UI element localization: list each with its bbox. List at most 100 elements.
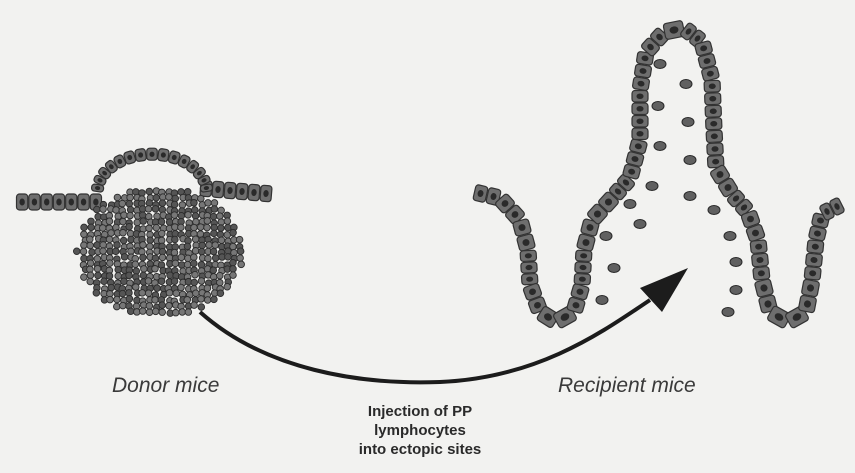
follicle-lymphocyte bbox=[159, 309, 166, 316]
epithelial-cell bbox=[236, 183, 248, 200]
follicle-lymphocyte bbox=[101, 278, 108, 285]
villus-cell bbox=[706, 130, 723, 143]
follicle-lymphocyte bbox=[113, 303, 120, 310]
follicle-lymphocyte bbox=[113, 207, 120, 214]
follicle-lymphocyte bbox=[139, 290, 146, 297]
epithelial-cell bbox=[66, 194, 77, 210]
follicle-lymphocyte bbox=[166, 219, 173, 226]
follicle-lymphocyte bbox=[205, 200, 212, 207]
villus-cell bbox=[798, 295, 817, 313]
follicle-lymphocyte bbox=[86, 236, 93, 243]
follicle-lymphocyte bbox=[100, 206, 107, 213]
villus-cell bbox=[706, 118, 722, 130]
follicle-lymphocyte bbox=[178, 254, 185, 261]
follicle-lymphocyte bbox=[237, 255, 244, 262]
lymphocyte bbox=[608, 264, 620, 273]
epithelial-cell bbox=[212, 181, 224, 198]
follicle-lymphocyte bbox=[179, 309, 186, 316]
caption-line-2: lymphocytes bbox=[330, 421, 510, 440]
follicle-lymphocyte bbox=[191, 302, 198, 309]
follicle-lymphocyte bbox=[99, 225, 106, 232]
follicle-lymphocyte bbox=[94, 256, 101, 263]
follicle-lymphocyte bbox=[126, 272, 133, 279]
epithelial-cell bbox=[224, 182, 236, 199]
follicle-lymphocyte bbox=[190, 260, 197, 267]
villus-cell bbox=[575, 250, 592, 262]
follicle-lymphocyte bbox=[140, 218, 147, 225]
follicle-lymphocyte bbox=[217, 290, 224, 297]
follicle-lymphocyte bbox=[121, 278, 128, 285]
follicle-lymphocyte bbox=[108, 230, 115, 237]
follicle-lymphocyte bbox=[236, 236, 243, 243]
follicle-lymphocyte bbox=[184, 188, 191, 195]
follicle-lymphocyte bbox=[147, 237, 154, 244]
follicle-lymphocyte bbox=[114, 194, 121, 201]
follicle-lymphocyte bbox=[159, 230, 166, 237]
follicle-lymphocyte bbox=[198, 304, 205, 311]
arrow-head bbox=[640, 268, 688, 312]
villus-cell bbox=[574, 273, 591, 285]
follicle-lymphocyte bbox=[224, 283, 231, 290]
follicle-lymphocyte bbox=[166, 194, 173, 201]
follicle-lymphocyte bbox=[87, 260, 94, 267]
epithelial-cell bbox=[53, 194, 64, 210]
follicle-lymphocyte bbox=[119, 200, 126, 207]
donor-mice-label: Donor mice bbox=[112, 374, 219, 398]
caption-line-3: into ectopic sites bbox=[330, 440, 510, 459]
villus-cell bbox=[807, 240, 824, 254]
follicle-lymphocyte bbox=[120, 237, 127, 244]
villus-cell bbox=[801, 279, 820, 297]
follicle-lymphocyte bbox=[191, 254, 198, 261]
follicle-lymphocyte bbox=[238, 261, 245, 268]
recipient-mice-label: Recipient mice bbox=[558, 374, 696, 398]
lymphocyte bbox=[730, 258, 742, 267]
lymphocyte bbox=[624, 200, 636, 209]
follicle-lymphocyte bbox=[159, 254, 166, 261]
villus-cell bbox=[705, 93, 721, 105]
follicle-lymphocyte bbox=[146, 303, 153, 310]
villus-cell bbox=[707, 143, 724, 156]
villus-cell bbox=[575, 262, 592, 274]
follicle-lymphocyte bbox=[140, 242, 147, 249]
follicle-lymphocyte bbox=[191, 224, 198, 231]
follicle-lymphocyte bbox=[159, 200, 166, 207]
follicle-lymphocyte bbox=[119, 290, 126, 297]
follicle-lymphocyte bbox=[81, 274, 88, 281]
follicle-lymphocyte bbox=[211, 296, 218, 303]
follicle-lymphocyte bbox=[152, 265, 159, 272]
follicle-lymphocyte bbox=[197, 231, 204, 238]
dome-cell bbox=[157, 148, 169, 161]
follicle-lymphocyte bbox=[218, 225, 225, 232]
follicle-lymphocyte bbox=[127, 308, 134, 315]
follicle-lymphocyte bbox=[166, 302, 173, 309]
follicle-lymphocyte bbox=[145, 206, 152, 213]
follicle-lymphocyte bbox=[134, 219, 141, 226]
follicle-lymphocyte bbox=[171, 201, 178, 208]
peyers-patch-follicle bbox=[73, 188, 244, 317]
follicle-lymphocyte bbox=[95, 272, 102, 279]
lymphocyte bbox=[634, 220, 646, 229]
follicle-lymphocyte bbox=[172, 260, 179, 267]
villus-cell bbox=[634, 64, 652, 78]
dome-cell bbox=[200, 184, 213, 193]
follicle-lymphocyte bbox=[94, 242, 101, 249]
follicle-lymphocyte bbox=[184, 296, 191, 303]
lymphocyte bbox=[722, 308, 734, 317]
follicle-lymphocyte bbox=[145, 278, 152, 285]
follicle-lymphocyte bbox=[87, 278, 94, 285]
follicle-lymphocyte bbox=[127, 212, 134, 219]
follicle-lymphocyte bbox=[173, 290, 180, 297]
villus-cell bbox=[753, 266, 770, 280]
lymphocyte bbox=[708, 206, 720, 215]
villus-cell bbox=[754, 279, 773, 298]
follicle-lymphocyte bbox=[178, 284, 185, 291]
lymphocyte bbox=[596, 296, 608, 305]
follicle-lymphocyte bbox=[114, 242, 121, 249]
villus-cell bbox=[804, 266, 821, 280]
follicle-lymphocyte bbox=[178, 224, 185, 231]
follicle-lymphocyte bbox=[185, 309, 192, 316]
follicle-lymphocyte bbox=[216, 272, 223, 279]
follicle-lymphocyte bbox=[154, 285, 161, 292]
follicle-lymphocyte bbox=[87, 272, 94, 279]
